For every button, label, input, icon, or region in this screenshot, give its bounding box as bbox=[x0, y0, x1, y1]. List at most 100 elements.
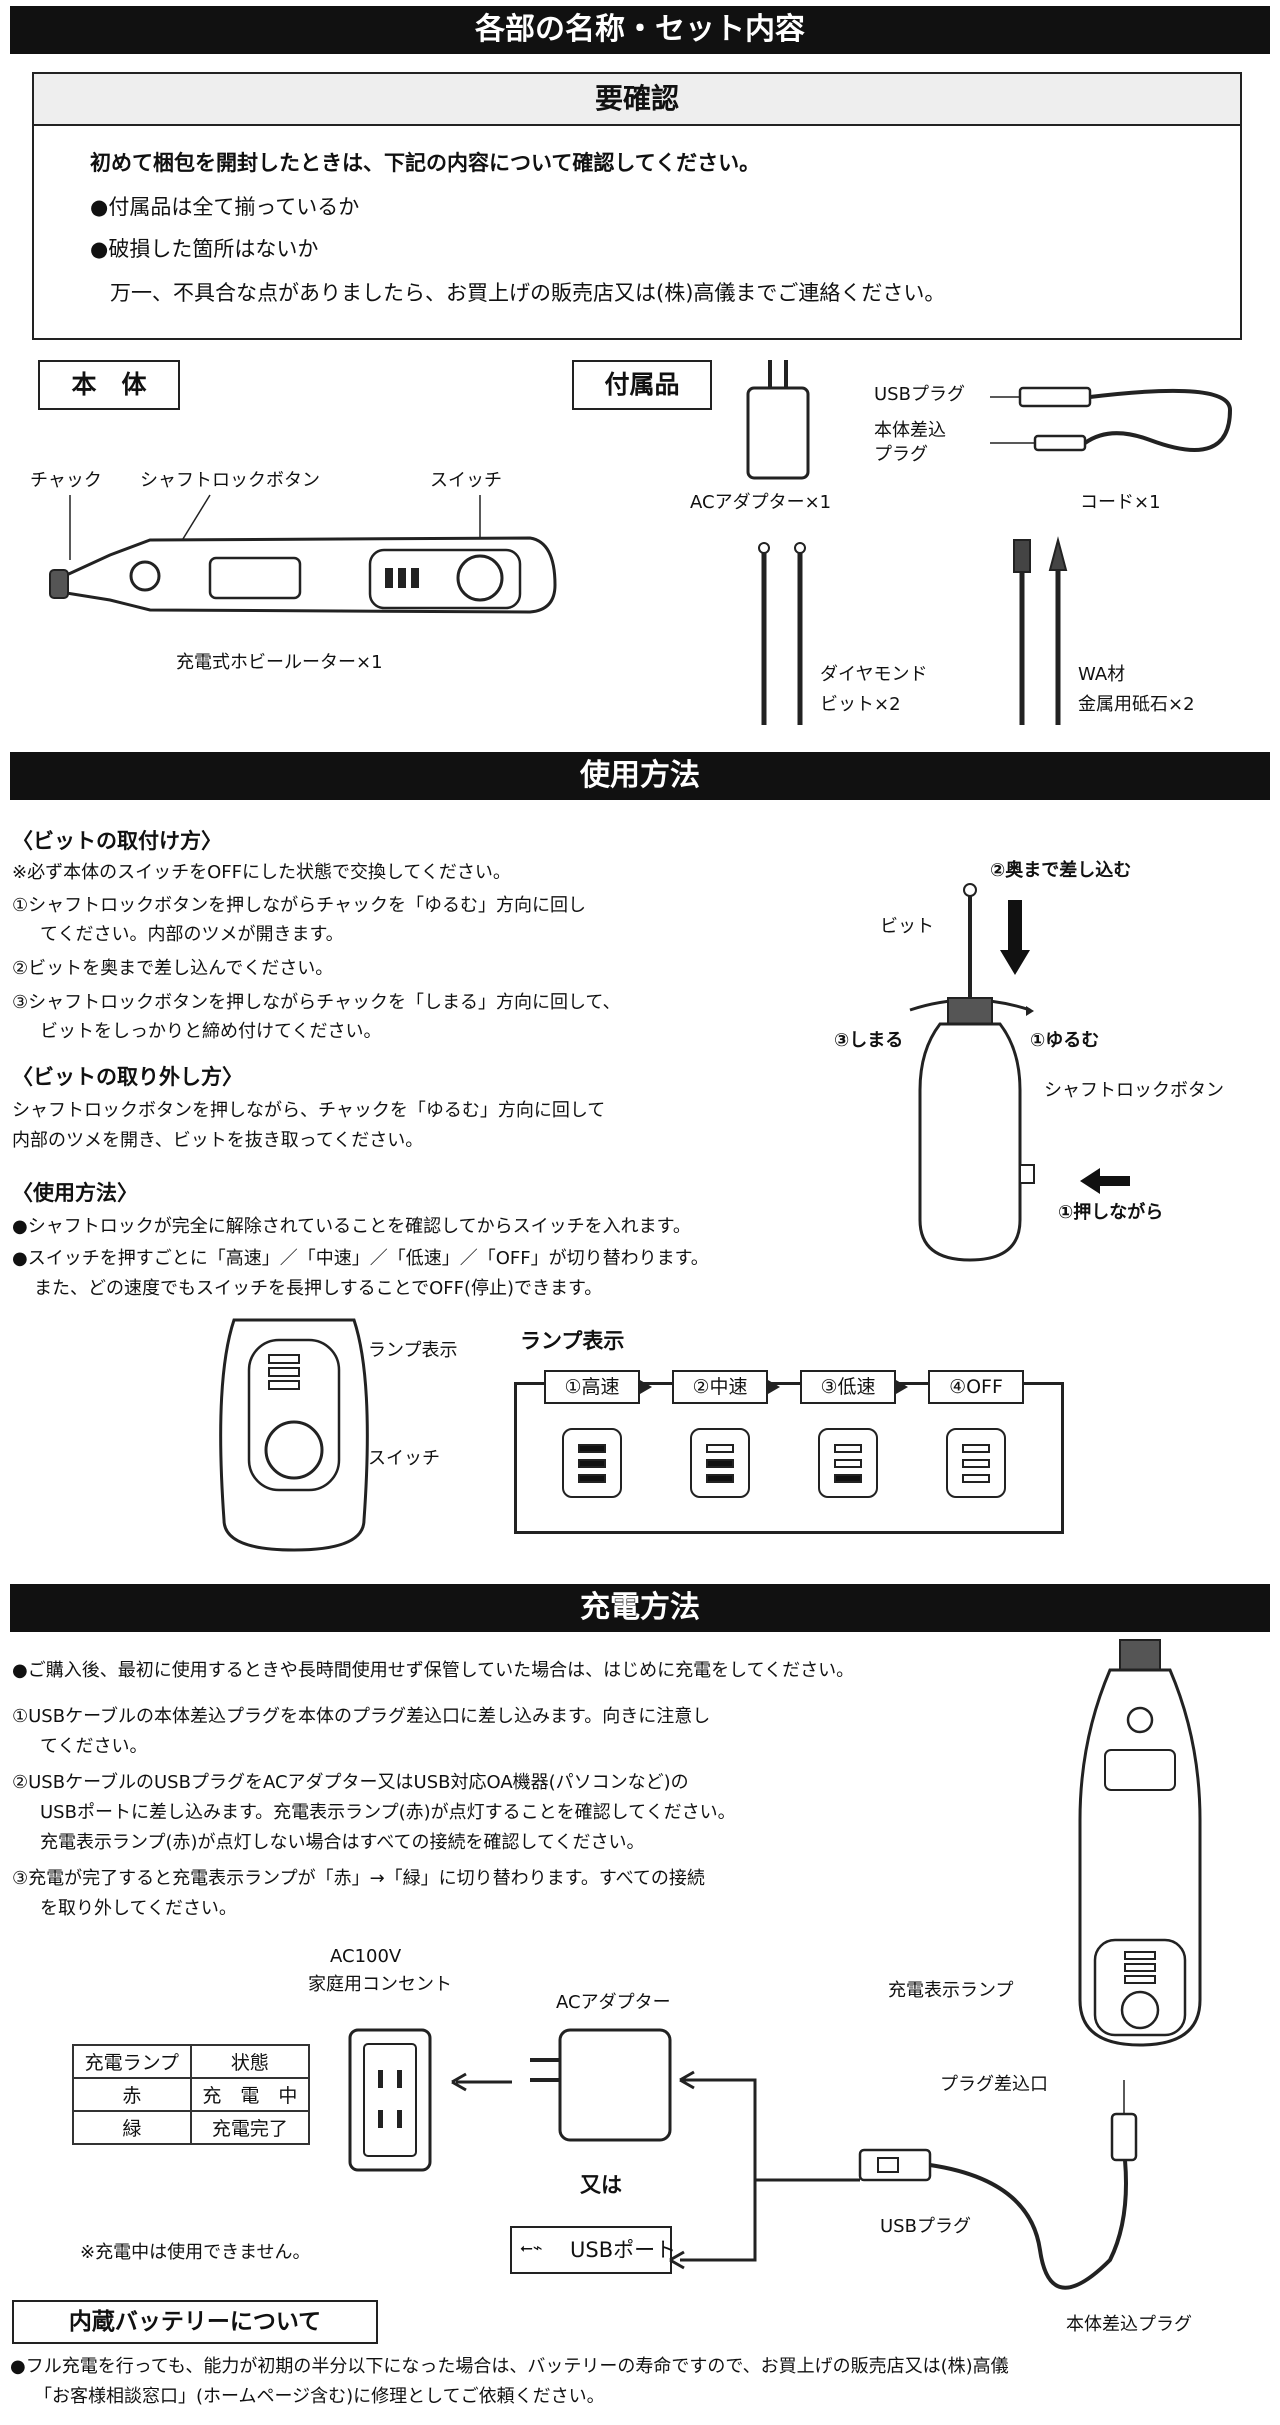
table-row: 緑充電完了 bbox=[72, 2110, 311, 2145]
diamond-caption-2: ビット×2 bbox=[820, 694, 901, 715]
remove-line-1: シャフトロックボタンを押しながら、チャックを「ゆるむ」方向に回して bbox=[12, 1100, 606, 1121]
fig-shaft-lock-label: シャフトロックボタン bbox=[1044, 1080, 1224, 1101]
attach-step-2: ②ビットを奥まで差し込んでください。 bbox=[12, 958, 334, 979]
lamp-mode-label: ③低速 bbox=[800, 1370, 896, 1404]
charge-step-1b: てください。 bbox=[40, 1736, 148, 1757]
lamp-indicator bbox=[818, 1428, 878, 1498]
lamp-bar bbox=[706, 1474, 734, 1483]
usb-plug-label: USBプラグ bbox=[874, 384, 965, 405]
diamond-caption-1: ダイヤモンド bbox=[820, 664, 928, 685]
outlet-label-2: 家庭用コンセント bbox=[308, 1974, 452, 1995]
lamp-bar bbox=[834, 1444, 862, 1453]
confirm-note: 万一、不具合な点がありましたら、お買上げの販売店又は(株)高儀までご連絡ください… bbox=[110, 281, 946, 305]
ac-adapter-caption: ACアダプター×1 bbox=[690, 492, 832, 513]
battery-line-1: ●フル充電を行っても、能力が初期の半分以下になった場合は、バッテリーの寿命ですの… bbox=[10, 2356, 1009, 2377]
charging-note: ※充電中は使用できません。 bbox=[80, 2242, 311, 2263]
charge-step-3b: を取り外してください。 bbox=[40, 1898, 237, 1919]
accessories-label: 付属品 bbox=[572, 360, 712, 410]
switch-panel-illustration bbox=[219, 1318, 369, 1552]
shaft-lock-label: シャフトロックボタン bbox=[140, 470, 320, 491]
wa-caption-1: WA材 bbox=[1078, 664, 1126, 685]
charge-intro: ●ご購入後、最初に使用するときや長時間使用せず保管していた場合は、はじめに充電を… bbox=[12, 1660, 855, 1681]
switch-label: スイッチ bbox=[430, 470, 502, 491]
usage-heading: 〈使用方法〉 bbox=[12, 1181, 138, 1205]
lamp-bar bbox=[578, 1444, 606, 1453]
lamp-bar bbox=[578, 1474, 606, 1483]
table-cell: 赤 bbox=[72, 2077, 192, 2112]
chuck-label: チャック bbox=[30, 470, 102, 491]
rotary-tool-illustration bbox=[49, 494, 557, 614]
outlet-label-1: AC100V bbox=[330, 1946, 402, 1967]
body-label: 本 体 bbox=[38, 360, 180, 410]
lamp-bar bbox=[706, 1459, 734, 1468]
insert-label: ②奥まで差し込む bbox=[990, 860, 1132, 881]
adapter-label: ACアダプター bbox=[556, 1992, 671, 2013]
usage-line-2: ●スイッチを押すごとに「高速」／「中速」／「低速」／「OFF」が切り替わります。 bbox=[12, 1248, 709, 1269]
attach-heading: 〈ビットの取付け方〉 bbox=[12, 829, 222, 853]
lamp-bar bbox=[962, 1444, 990, 1453]
body-plug-cable-label: 本体差込プラグ bbox=[1066, 2314, 1192, 2335]
attach-note: ※必ず本体のスイッチをOFFにした状態で交換してください。 bbox=[12, 862, 511, 883]
connection-lines bbox=[669, 2070, 860, 2270]
lamp-bar bbox=[834, 1474, 862, 1483]
charge-step-1a: ①USBケーブルの本体差込プラグを本体のプラグ差込口に差し込みます。向きに注意し bbox=[12, 1706, 711, 1727]
section-title-charging: 充電方法 bbox=[10, 1584, 1270, 1632]
cycle-arrow-icon bbox=[896, 1380, 908, 1394]
plug-port-label: プラグ差込口 bbox=[940, 2074, 1048, 2095]
outlet-icon bbox=[348, 2028, 432, 2172]
lamp-indicator bbox=[562, 1428, 622, 1498]
confirm-box: 要確認 bbox=[32, 72, 1242, 340]
charge-step-2a: ②USBケーブルのUSBプラグをACアダプター又はUSB対応OA機器(パソコンな… bbox=[12, 1772, 689, 1793]
switch-pointer-label: スイッチ bbox=[368, 1448, 440, 1469]
charge-step-3a: ③充電が完了すると充電表示ランプが「赤」→「緑」に切り替わります。すべての接続 bbox=[12, 1868, 705, 1889]
body-plug-label-2: プラグ bbox=[874, 444, 928, 465]
body-caption: 充電式ホビールーター×1 bbox=[176, 652, 383, 673]
bit-label: ビット bbox=[880, 916, 934, 937]
cycle-arrow-icon bbox=[768, 1380, 780, 1394]
to-outlet-arrow bbox=[451, 2072, 512, 2092]
confirm-item-2: ●破損した箇所はないか bbox=[90, 237, 319, 261]
attach-step-1b: てください。内部のツメが開きます。 bbox=[40, 924, 344, 945]
lamp-bar bbox=[962, 1459, 990, 1468]
usb-cord-icon bbox=[990, 386, 1233, 452]
usb-port-box: ⭠⌁ USBポート bbox=[510, 2226, 676, 2274]
table-cell: 充電完了 bbox=[189, 2110, 311, 2145]
lamp-diagram-title: ランプ表示 bbox=[520, 1329, 625, 1353]
diamond-bits-icon bbox=[758, 542, 806, 725]
lamp-bar bbox=[706, 1444, 734, 1453]
or-label: 又は bbox=[580, 2173, 622, 2197]
charge-step-2b: USBポートに差し込みます。充電表示ランプ(赤)が点灯することを確認してください… bbox=[40, 1802, 736, 1823]
wa-caption-2: 金属用砥石×2 bbox=[1078, 694, 1195, 715]
table-row: 赤充 電 中 bbox=[72, 2077, 311, 2112]
lamp-mode-label: ④OFF bbox=[928, 1370, 1024, 1404]
table-cell: 緑 bbox=[72, 2110, 192, 2145]
attach-step-1a: ①シャフトロックボタンを押しながらチャックを「ゆるむ」方向に回し bbox=[12, 895, 586, 916]
tighten-label: ③しまる bbox=[834, 1030, 904, 1051]
lamp-cycle-frame bbox=[514, 1382, 1064, 1534]
body-plug-label-1: 本体差込 bbox=[874, 420, 946, 441]
usb-plug-cable-label: USBプラグ bbox=[880, 2216, 971, 2237]
charging-tool-illustration bbox=[1078, 1639, 1202, 2047]
lamp-bar bbox=[578, 1459, 606, 1468]
charge-lamp-table: 充電ランプ状態 赤充 電 中 緑充電完了 bbox=[72, 2044, 311, 2145]
remove-heading: 〈ビットの取り外し方〉 bbox=[12, 1065, 243, 1089]
usb-port-label: USBポート bbox=[570, 2238, 677, 2262]
lamp-bar bbox=[834, 1459, 862, 1468]
cycle-arrow-icon bbox=[640, 1380, 652, 1394]
ac-adapter-icon bbox=[746, 360, 810, 480]
wa-stones-icon bbox=[1013, 536, 1068, 725]
usb-symbol-icon: ⭠⌁ bbox=[520, 2238, 543, 2257]
attach-step-3a: ③シャフトロックボタンを押しながらチャックを「しまる」方向に回して、 bbox=[12, 992, 621, 1013]
loosen-label: ①ゆるむ bbox=[1030, 1030, 1100, 1051]
lamp-bar bbox=[962, 1474, 990, 1483]
cord-caption: コード×1 bbox=[1080, 492, 1161, 513]
charge-step-2c: 充電表示ランプ(赤)が点灯しない場合はすべての接続を確認してください。 bbox=[40, 1832, 645, 1853]
lamp-indicator bbox=[946, 1428, 1006, 1498]
usage-line-1: ●シャフトロックが完全に解除されていることを確認してからスイッチを入れます。 bbox=[12, 1216, 691, 1237]
table-header: 状態 bbox=[189, 2044, 311, 2079]
section-title-usage: 使用方法 bbox=[10, 752, 1270, 800]
table-header-row: 充電ランプ状態 bbox=[72, 2044, 311, 2079]
lamp-pointer-label: ランプ表示 bbox=[368, 1340, 458, 1361]
confirm-heading: 要確認 bbox=[34, 74, 1240, 126]
battery-label: 内蔵バッテリーについて bbox=[12, 2300, 378, 2344]
